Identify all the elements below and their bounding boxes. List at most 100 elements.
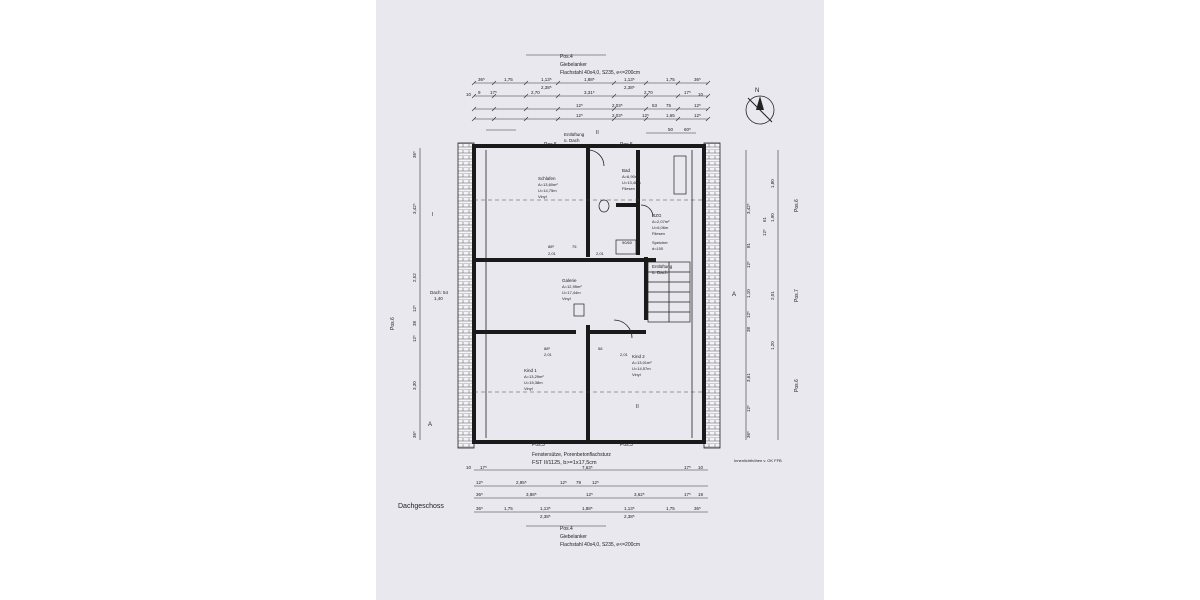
top-dim-4-3: 53 (652, 103, 658, 108)
svg-text:12⁵: 12⁵ (412, 305, 417, 312)
top-dim-4-2: 2,03⁵ (612, 103, 623, 108)
left-pos6: Pos.6 (390, 317, 396, 330)
dimension-tick (705, 93, 711, 99)
vent-mid-line2: ü. Dach (652, 270, 668, 275)
svg-text:3,30: 3,30 (412, 381, 417, 390)
svg-text:90/60: 90/60 (622, 240, 633, 245)
svg-text:12⁵: 12⁵ (746, 405, 751, 412)
svg-text:A=12,95m²: A=12,95m² (562, 284, 582, 289)
height-note: Innenlichthöhen v. OK FFB (734, 458, 782, 463)
vent-top-line1: Entlüftung (564, 132, 585, 137)
svg-text:12⁵: 12⁵ (586, 492, 593, 497)
top-dimensions: 36⁵ 1,75 1,13⁵ 1,88⁵ 1,13⁵ 1,75 36⁵ 2,38… (466, 77, 711, 134)
svg-text:79: 79 (576, 480, 582, 485)
svg-text:3,61: 3,61 (746, 373, 751, 382)
top-dim-3-6: 2,70 (644, 90, 653, 95)
svg-text:88⁵: 88⁵ (544, 346, 550, 351)
door-labels: 88⁵ 2,01 75 2,01 88⁵ 2,01 58 2,01 90/60 (544, 240, 633, 357)
room-rzg: RZG A=2,07m² U=6,06m Fliesen (652, 213, 670, 236)
svg-text:1,75: 1,75 (666, 506, 675, 511)
dimension-tick (675, 93, 681, 99)
dimension-tick (491, 116, 497, 122)
dimension-tick (643, 93, 649, 99)
svg-text:10: 10 (698, 465, 704, 470)
dimension-tick (643, 106, 649, 112)
building-walls (457, 142, 721, 449)
svg-text:36⁵: 36⁵ (476, 506, 483, 511)
svg-text:36⁵: 36⁵ (412, 431, 417, 438)
pos5-bottom-right: Pos.5 (620, 442, 633, 448)
left-dimensions: 36⁵ 3,42⁵ 2,52 12⁵ 38 12⁵ 3,30 36⁵ Pos.6 (390, 148, 421, 440)
right-pos6-bottom: Pos.6 (794, 379, 800, 392)
svg-text:3,42⁵: 3,42⁵ (746, 203, 751, 214)
svg-text:12⁵: 12⁵ (560, 480, 567, 485)
top-pos-label: Pos.4 (560, 54, 573, 60)
top-dim-3-3: 17⁵ (490, 90, 497, 95)
svg-text:36⁵: 36⁵ (694, 506, 701, 511)
dimension-tick (471, 93, 477, 99)
room-schlafen: Schlafen A=13,60m² U=14,75m Vinyl (538, 176, 558, 199)
dimension-tick (555, 116, 561, 122)
bottom-pos-label: Pos.4 (560, 526, 573, 532)
svg-text:Vinyl: Vinyl (538, 194, 547, 199)
dimension-tick (555, 93, 561, 99)
svg-text:A=13,29m²: A=13,29m² (524, 374, 544, 379)
top-dim-6-1: 50 (668, 127, 674, 132)
svg-text:U=15,38m: U=15,38m (524, 380, 543, 385)
svg-text:3,62⁵: 3,62⁵ (634, 492, 645, 497)
top-dim-3-2: 9 (478, 90, 481, 95)
svg-text:3,88⁵: 3,88⁵ (526, 492, 537, 497)
svg-text:2,38⁵: 2,38⁵ (540, 514, 551, 519)
top-anchor-name: Giebelanker (560, 62, 587, 68)
section-mark-a-left: A (428, 422, 432, 428)
svg-text:Schlafen: Schlafen (538, 176, 556, 181)
svg-text:1,88⁵: 1,88⁵ (582, 506, 593, 511)
top-anchor-spec: Flachstahl 40x4,0, S235, e<=200cm (560, 70, 640, 76)
top-dim-3-7: 17⁵ (684, 90, 691, 95)
svg-text:Fliesen: Fliesen (652, 231, 665, 236)
section-mark-a-right: A (732, 292, 736, 298)
svg-text:2,01: 2,01 (548, 251, 557, 256)
svg-text:58: 58 (598, 346, 603, 351)
svg-text:88⁵: 88⁵ (548, 244, 554, 249)
staircase (647, 261, 691, 323)
svg-text:19: 19 (698, 492, 704, 497)
top-dim-2-1: 2,38⁵ (541, 85, 552, 90)
top-dim-4-1: 12⁵ (576, 103, 583, 108)
svg-text:A=13,01m²: A=13,01m² (632, 360, 652, 365)
bottom-dimensions: 10 17⁵ 7,63⁵ 17⁵ 10 12⁵ 2,95⁵ 12⁵ 79 12⁵… (466, 465, 708, 519)
svg-text:Fliesen: Fliesen (622, 186, 635, 191)
svg-text:Kind 2: Kind 2 (632, 354, 645, 359)
svg-text:7,63⁵: 7,63⁵ (582, 465, 593, 470)
shower-icon (615, 239, 637, 255)
svg-text:38: 38 (746, 326, 751, 332)
top-dim-1-1: 36⁵ (478, 77, 485, 82)
dimension-tick (675, 106, 681, 112)
room-galerie: Galerie A=12,95m² U=17,44m Vinyl (562, 278, 582, 301)
svg-text:2,01: 2,01 (544, 352, 553, 357)
svg-text:12⁵: 12⁵ (412, 335, 417, 342)
top-dim-3-8: 10 (698, 92, 704, 97)
top-dim-5-2: 2,03⁵ (612, 113, 623, 118)
svg-text:36⁵: 36⁵ (746, 431, 751, 438)
dimension-tick (471, 116, 477, 122)
dimension-tick (611, 80, 617, 86)
room-kind-1: Kind 1 A=13,29m² U=15,38m Vinyl (524, 368, 544, 391)
top-dim-5-5: 12⁵ (694, 113, 701, 118)
top-dim-1-3: 1,13⁵ (541, 77, 552, 82)
right-gable-wall (703, 142, 721, 449)
svg-text:U=14,75m: U=14,75m (538, 188, 557, 193)
dimension-tick (471, 106, 477, 112)
floor-label: Dachgeschoss (398, 503, 444, 510)
floor-plan: Pos.4 Giebelanker Flachstahl 40x4,0, S23… (390, 54, 800, 548)
dimension-tick (491, 106, 497, 112)
svg-text:36⁵: 36⁵ (412, 151, 417, 158)
dimension-tick (611, 93, 617, 99)
dimension-tick (675, 80, 681, 86)
svg-text:U=17,44m: U=17,44m (562, 290, 581, 295)
top-dim-1-2: 1,75 (504, 77, 513, 82)
section-mark-ii-bottom: II (636, 404, 639, 410)
door-swing (613, 319, 633, 339)
svg-text:12⁵: 12⁵ (476, 480, 483, 485)
svg-text:36⁵: 36⁵ (476, 492, 483, 497)
